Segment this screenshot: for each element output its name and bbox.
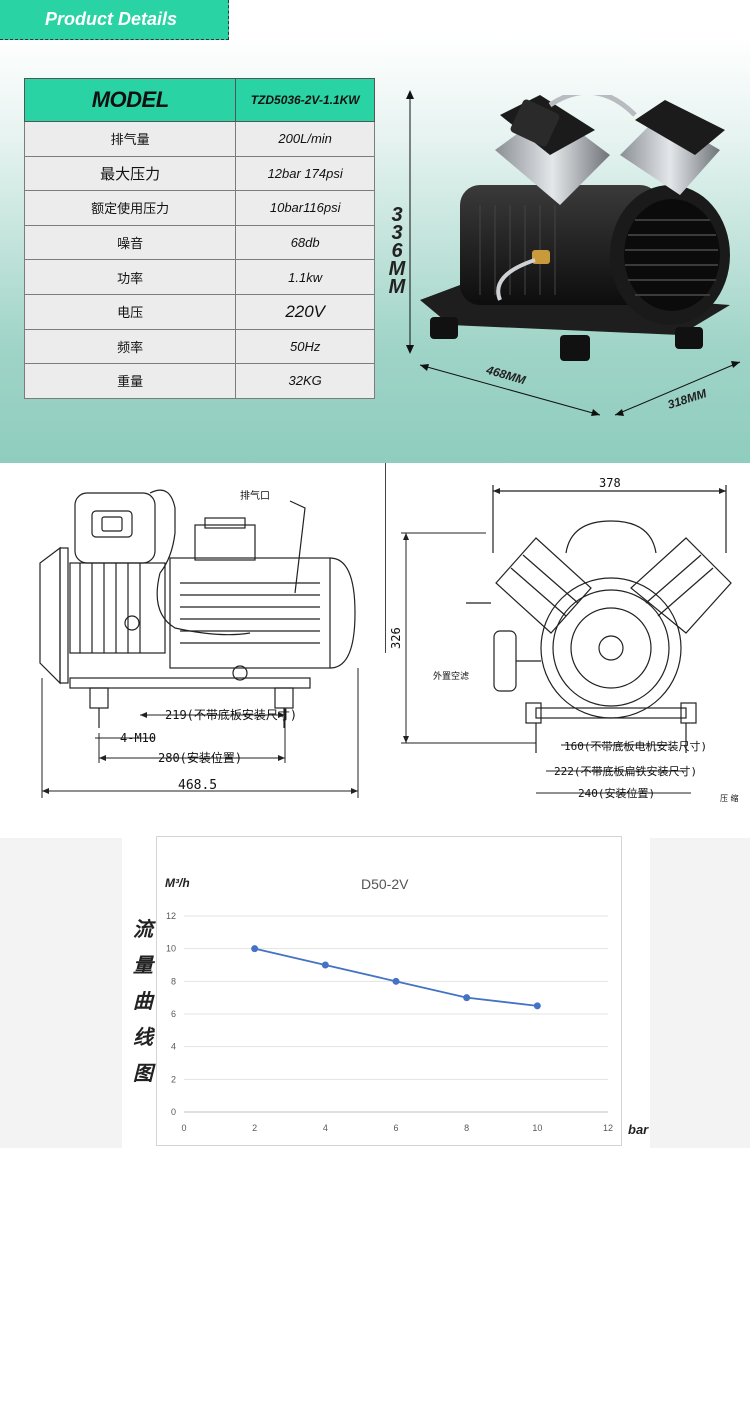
chart-frame: [156, 836, 622, 1146]
spec-row: 频率 50Hz: [23, 328, 375, 365]
spec-label: 电压: [23, 293, 237, 330]
chart-side-panel-right: [650, 838, 750, 1148]
flow-curve-chart: 0 2 4 6 8 10 12 0 2 4 6 8 10 12: [166, 911, 613, 1133]
height-dimension-label: 336MM: [388, 204, 406, 298]
dim-m10-label: 4-M10: [120, 731, 156, 745]
dim-240-label: 240(安装位置): [578, 786, 655, 800]
spec-label: 功率: [23, 259, 237, 295]
x-tick-label: 0: [181, 1123, 186, 1133]
data-point: [321, 961, 329, 969]
spec-row: 最大压力 12bar 174psi: [23, 155, 375, 192]
y-tick-label: 6: [171, 1009, 176, 1019]
spec-row: 重量 32KG: [23, 363, 375, 399]
section-title: Product Details: [0, 0, 229, 40]
x-tick-label: 12: [603, 1123, 613, 1133]
spec-value: 50Hz: [235, 328, 375, 365]
data-point: [251, 945, 259, 953]
side-view-drawing: 排气口 219(不带底板安装尺寸) 4-M10 280(安装位置) 468.5: [39, 489, 359, 798]
technical-drawings: 排气口 219(不带底板安装尺寸) 4-M10 280(安装位置) 468.5: [0, 463, 750, 808]
spec-label: 频率: [23, 328, 237, 365]
chart-side-label: 流量曲线图: [133, 919, 153, 1085]
spec-table: MODEL TZD5036-2V-1.1KW 排气量 200L/min 最大压力…: [23, 78, 375, 399]
spec-value: 1.1kw: [235, 259, 375, 295]
x-tick-label: 10: [532, 1123, 542, 1133]
dim-219-label: 219(不带底板安装尺寸): [165, 707, 297, 722]
exhaust-port-label: 排气口: [240, 489, 270, 502]
dim-height-label: 326: [389, 627, 403, 649]
y-tick-label: 0: [171, 1107, 176, 1117]
dim-top-label: 378: [599, 476, 621, 490]
front-view-drawing: 378 326 外置空滤 160(不带底板电机安装尺寸) 222(不带底板扁铁安…: [389, 476, 739, 803]
spec-value: 220V: [235, 293, 375, 330]
x-tick-label: 6: [393, 1123, 398, 1133]
data-point: [392, 977, 400, 985]
spec-row: 额定使用压力 10bar116psi: [23, 190, 375, 226]
spec-label: 额定使用压力: [23, 190, 237, 226]
y-tick-label: 12: [166, 911, 176, 921]
chart-y-unit: M³/h: [165, 876, 190, 890]
dim-160-label: 160(不带底板电机安装尺寸): [564, 739, 707, 753]
x-tick-label: 4: [323, 1123, 328, 1133]
series-line: [254, 947, 538, 1007]
data-point: [533, 1002, 541, 1010]
y-tick-label: 10: [166, 944, 176, 954]
data-point: [463, 994, 471, 1002]
spec-row: 电压 220V: [23, 293, 375, 330]
model-value: TZD5036-2V-1.1KW: [235, 78, 375, 122]
spec-label: 噪音: [23, 224, 237, 261]
spec-value: 32KG: [235, 363, 375, 399]
x-tick-label: 2: [252, 1123, 257, 1133]
spec-value: 12bar 174psi: [235, 155, 375, 192]
spec-value: 200L/min: [235, 121, 375, 157]
dim-280-label: 280(安装位置): [158, 750, 242, 765]
spec-label: 最大压力: [23, 155, 237, 192]
y-tick-label: 8: [171, 976, 176, 986]
y-tick-label: 2: [171, 1074, 176, 1084]
x-tick-label: 8: [464, 1123, 469, 1133]
dim-222-label: 222(不带底板扁铁安装尺寸): [554, 764, 697, 778]
spec-section: Product Details MODEL TZD5036-2V-1.1KW 排…: [0, 0, 750, 463]
spec-row-model: MODEL TZD5036-2V-1.1KW: [23, 78, 375, 122]
spec-row: 排气量 200L/min: [23, 121, 375, 157]
model-label: MODEL: [23, 78, 237, 122]
corner-note: 压 缩: [720, 793, 739, 803]
chart-side-panel-left: [0, 838, 122, 1148]
dim-total-length-label: 468.5: [178, 778, 217, 793]
spec-value: 68db: [235, 224, 375, 261]
chart-title: D50-2V: [361, 876, 409, 892]
compressor-photo: [420, 95, 730, 361]
spec-row: 噪音 68db: [23, 224, 375, 261]
drawing-divider: [385, 463, 386, 653]
base-dimension-lines: [419, 361, 741, 416]
external-filter-label: 外置空滤: [433, 670, 469, 682]
y-tick-label: 4: [171, 1042, 176, 1052]
spec-value: 10bar116psi: [235, 190, 375, 226]
spec-label: 排气量: [23, 121, 237, 157]
height-dimension-line: [406, 90, 414, 354]
spec-row: 功率 1.1kw: [23, 259, 375, 295]
spec-label: 重量: [23, 363, 237, 399]
chart-x-unit: bar: [628, 1122, 649, 1137]
